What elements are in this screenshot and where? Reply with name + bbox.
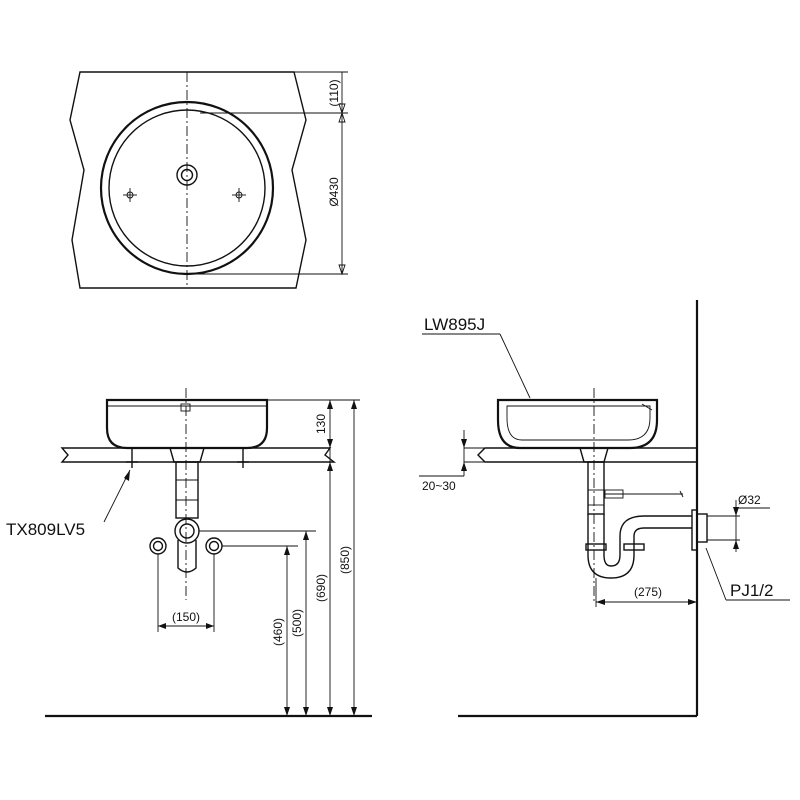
front-trap-pipe (177, 540, 197, 573)
front-waste-label: TX809LV5 (6, 520, 85, 539)
front-view: TX809LV5 (150) (460) (500) (690) (850) 1… (6, 388, 372, 718)
plan-countertop-outline (69, 71, 307, 289)
front-supply-right-inner (208, 540, 220, 552)
front-waste-pipe (175, 461, 199, 519)
side-countertop (477, 447, 698, 463)
front-height-460-label: (460) (271, 618, 285, 646)
front-trap-connector-outer (174, 518, 200, 544)
front-countertop (60, 447, 337, 463)
side-waste-pipe (587, 461, 605, 515)
side-view: LW895J 20~30 Ø32 (419, 300, 790, 718)
side-counter-thickness-label: 20~30 (422, 479, 456, 493)
plan-view: (110) Ø430 (69, 71, 348, 289)
plan-mount-mark-left (123, 188, 137, 202)
front-trap-connector-inner (179, 523, 195, 539)
front-height-130-label: 130 (314, 414, 328, 434)
front-height-850-label: (850) (338, 546, 352, 574)
plan-mount-mark-right (232, 188, 246, 202)
front-supply-left-outer (149, 537, 167, 555)
side-trap-offset-label: (275) (634, 585, 662, 599)
plan-depth-label: (110) (327, 79, 341, 106)
side-basin (496, 398, 659, 450)
front-height-500-label: (500) (290, 609, 304, 637)
front-height-690-label: (690) (314, 574, 328, 602)
side-basin-model-label: LW895J (424, 315, 485, 334)
side-thread-leader (705, 547, 727, 601)
front-supply-right-outer (205, 537, 223, 555)
front-mount-bolt-right (237, 448, 249, 468)
front-mount-bolt-left (126, 448, 138, 468)
front-overflow (180, 403, 191, 412)
front-supply-left-inner (152, 540, 164, 552)
plan-diameter-label: Ø430 (327, 177, 341, 207)
side-thread-label: PJ1/2 (730, 581, 773, 600)
side-trap (587, 514, 692, 579)
side-pipe-diameter-label: Ø32 (738, 493, 761, 507)
front-spacing-label: (150) (172, 610, 200, 624)
front-basin (105, 398, 269, 450)
